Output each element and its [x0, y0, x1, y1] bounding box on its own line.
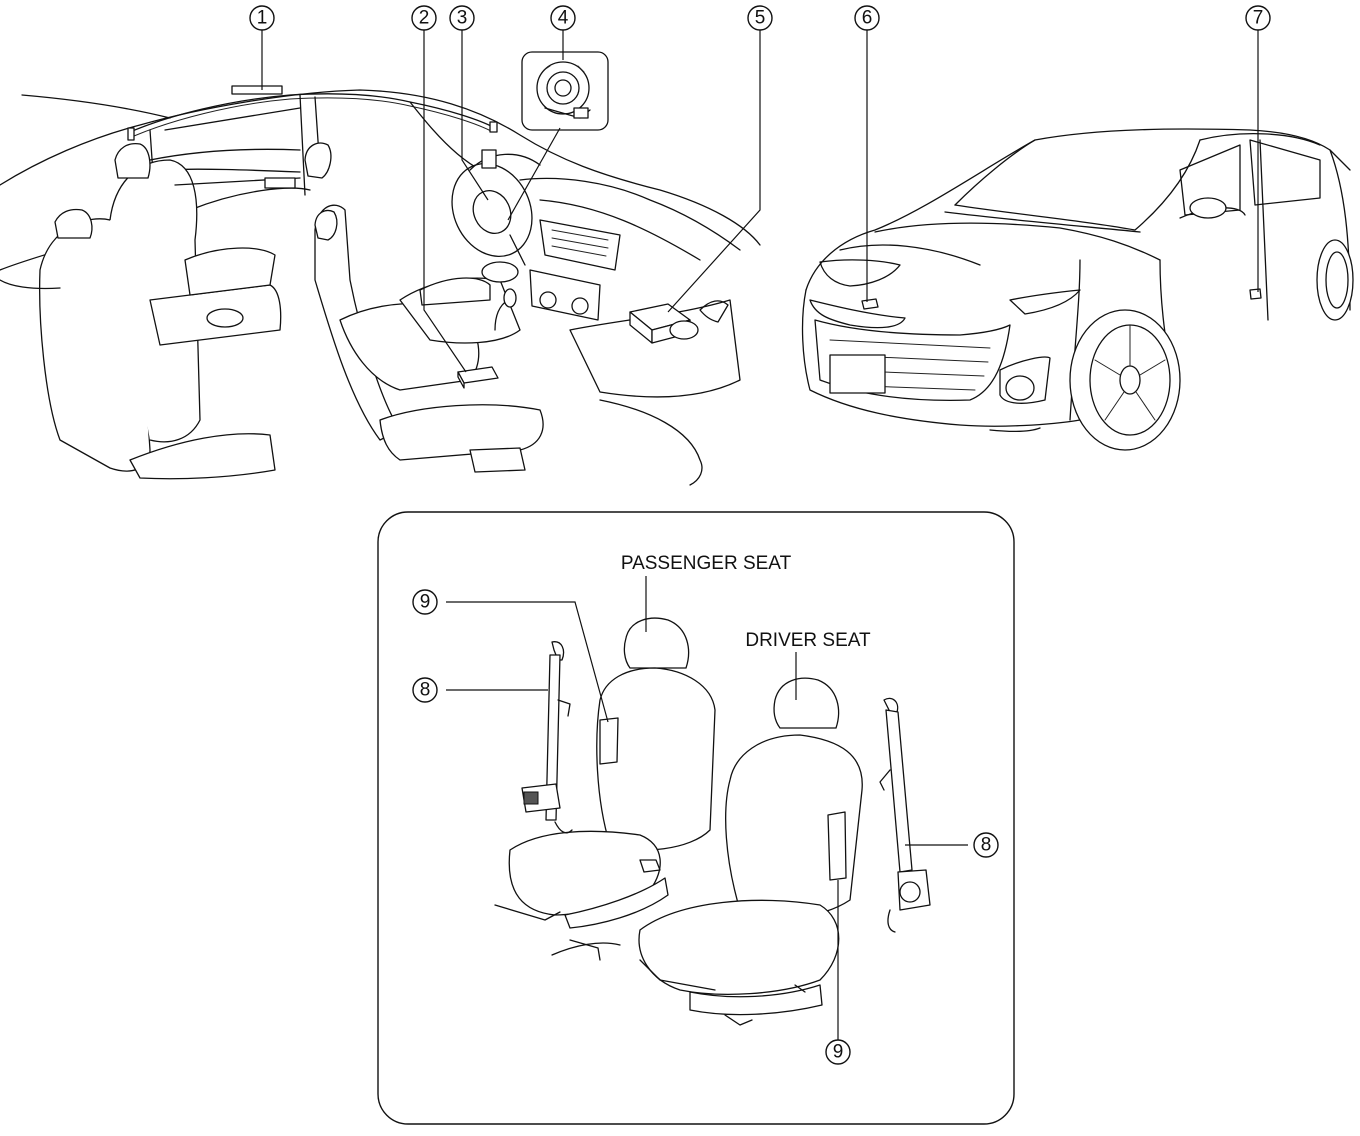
callout-8-number: 8 — [981, 835, 992, 856]
passenger-seat-label: PASSENGER SEAT — [621, 553, 792, 574]
callout-1-number: 1 — [257, 8, 268, 29]
callout-9-passenger-seat: 9 — [412, 589, 438, 615]
callout-5: 5 — [747, 5, 773, 31]
callout-1: 1 — [249, 5, 275, 31]
callout-9-number: 9 — [833, 1042, 844, 1063]
callout-7: 7 — [1245, 5, 1271, 31]
callout-8-passenger-belt: 8 — [412, 677, 438, 703]
callout-2: 2 — [411, 5, 437, 31]
callout-4: 4 — [550, 5, 576, 31]
clock-spring-inset — [521, 51, 609, 131]
callout-5-number: 5 — [755, 8, 766, 29]
driver-seat-belt — [879, 697, 931, 933]
callout-8-number: 8 — [420, 680, 431, 701]
callout-3-number: 3 — [457, 8, 468, 29]
callout-4-number: 4 — [558, 8, 569, 29]
callout-9-number: 9 — [420, 592, 431, 613]
callout-6-number: 6 — [862, 8, 873, 29]
callout-7-number: 7 — [1253, 8, 1264, 29]
seat-belt-inset: PASSENGER SEAT DRIVER SEAT — [377, 511, 1015, 1125]
passenger-seat — [494, 617, 716, 961]
callout-9-driver-seat: 9 — [825, 1039, 851, 1065]
vehicle-interior-cutaway — [0, 85, 761, 486]
passenger-seat-belt — [521, 641, 573, 834]
callout-leaders — [261, 30, 1259, 373]
driver-seat-label: DRIVER SEAT — [745, 630, 871, 651]
callout-8-driver-belt: 8 — [973, 832, 999, 858]
callout-2-number: 2 — [419, 8, 430, 29]
callout-3: 3 — [449, 5, 475, 31]
vehicle-exterior-sedan — [801, 128, 1354, 451]
callout-6: 6 — [854, 5, 880, 31]
driver-seat — [638, 677, 863, 1026]
